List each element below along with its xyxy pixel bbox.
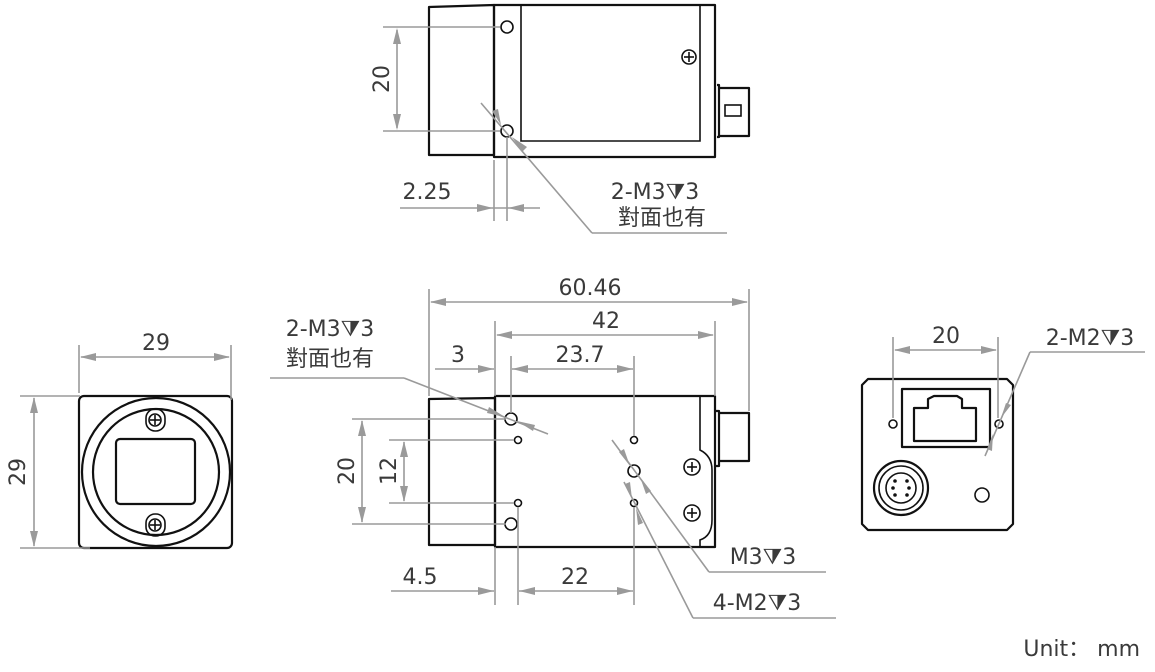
side-m2-hole-4-icon <box>629 498 639 508</box>
front-dim-height: 29 <box>6 458 31 486</box>
rear-ethernet-port <box>900 387 992 449</box>
side-body <box>493 394 717 549</box>
rear-led-icon <box>974 487 990 503</box>
side-dim-bottom-offset: 4.5 <box>403 565 438 590</box>
rear-m2-hole-left-icon <box>888 419 898 429</box>
side-callout-top-note: 對面也有 <box>286 347 374 372</box>
front-body <box>77 394 234 550</box>
front-screw-bottom-icon <box>145 513 166 537</box>
top-callout-note: 對面也有 <box>618 206 706 231</box>
side-dim-hole-pitch: 23.7 <box>556 343 605 368</box>
front-mount-outer-ring <box>80 396 232 548</box>
rear-body <box>860 377 1015 532</box>
side-callout-m2: 4-M2⧩3 <box>713 591 802 616</box>
side-screw-upper-icon <box>683 458 701 476</box>
side-lens-mount <box>427 396 497 547</box>
front-screw-top-icon <box>145 408 166 432</box>
front-dim-width: 29 <box>142 331 170 356</box>
side-dim-front-offset: 3 <box>451 343 465 368</box>
side-connector <box>719 411 751 463</box>
side-dim-total-length: 60.46 <box>559 276 622 301</box>
rear-view: 20 2-M2⧩3 <box>860 324 1145 532</box>
side-view: 60.46 42 3 23.7 2-M3⧩3 對面也有 20 <box>270 276 836 619</box>
side-dim-body-length: 42 <box>592 309 620 334</box>
top-hole-lower-icon <box>500 124 514 138</box>
side-dim-bottom-pitch: 22 <box>561 565 589 590</box>
top-body-inner <box>520 5 701 142</box>
side-dim-m3-spacing: 20 <box>335 457 360 485</box>
side-m3-hole-lower-icon <box>504 517 518 531</box>
side-dim-m2-spacing: 12 <box>377 457 402 485</box>
side-m2-hole-3-icon <box>629 435 639 445</box>
top-connector <box>719 86 751 138</box>
top-body <box>492 3 717 159</box>
top-connector-slot <box>724 104 742 117</box>
front-mount-inner-ring <box>91 407 221 537</box>
rear-dim-hole-spacing: 20 <box>932 324 960 349</box>
side-callout-top-thread: 2-M3⧩3 <box>286 317 375 342</box>
top-dim-hole-spacing: 20 <box>370 65 395 93</box>
rear-rj45-icon <box>912 394 978 443</box>
top-callout-thread: 2-M3⧩3 <box>611 180 700 205</box>
side-m3-hole-center-icon <box>627 464 641 478</box>
top-view: 20 2.25 2-M3⧩3 對面也有 <box>370 3 751 234</box>
rear-m2-hole-right-icon <box>994 419 1004 429</box>
side-screw-lower-icon <box>683 504 701 522</box>
top-hole-upper-icon <box>500 20 514 34</box>
unit-label: Unit： mm <box>1023 637 1140 662</box>
side-connector-flange <box>716 409 721 468</box>
side-m2-hole-2-icon <box>513 498 523 508</box>
side-callout-m3: M3⧩3 <box>730 545 797 570</box>
front-sensor-window <box>114 437 197 506</box>
side-rear-cap <box>699 396 713 547</box>
rear-callout-m2: 2-M2⧩3 <box>1046 326 1135 351</box>
front-view: 29 29 <box>6 331 234 550</box>
rear-io-connector-icon <box>872 459 930 517</box>
side-m2-hole-1-icon <box>513 435 523 445</box>
top-screw-icon <box>681 49 697 65</box>
top-connector-flange <box>717 83 721 139</box>
top-dim-offset: 2.25 <box>403 180 452 205</box>
